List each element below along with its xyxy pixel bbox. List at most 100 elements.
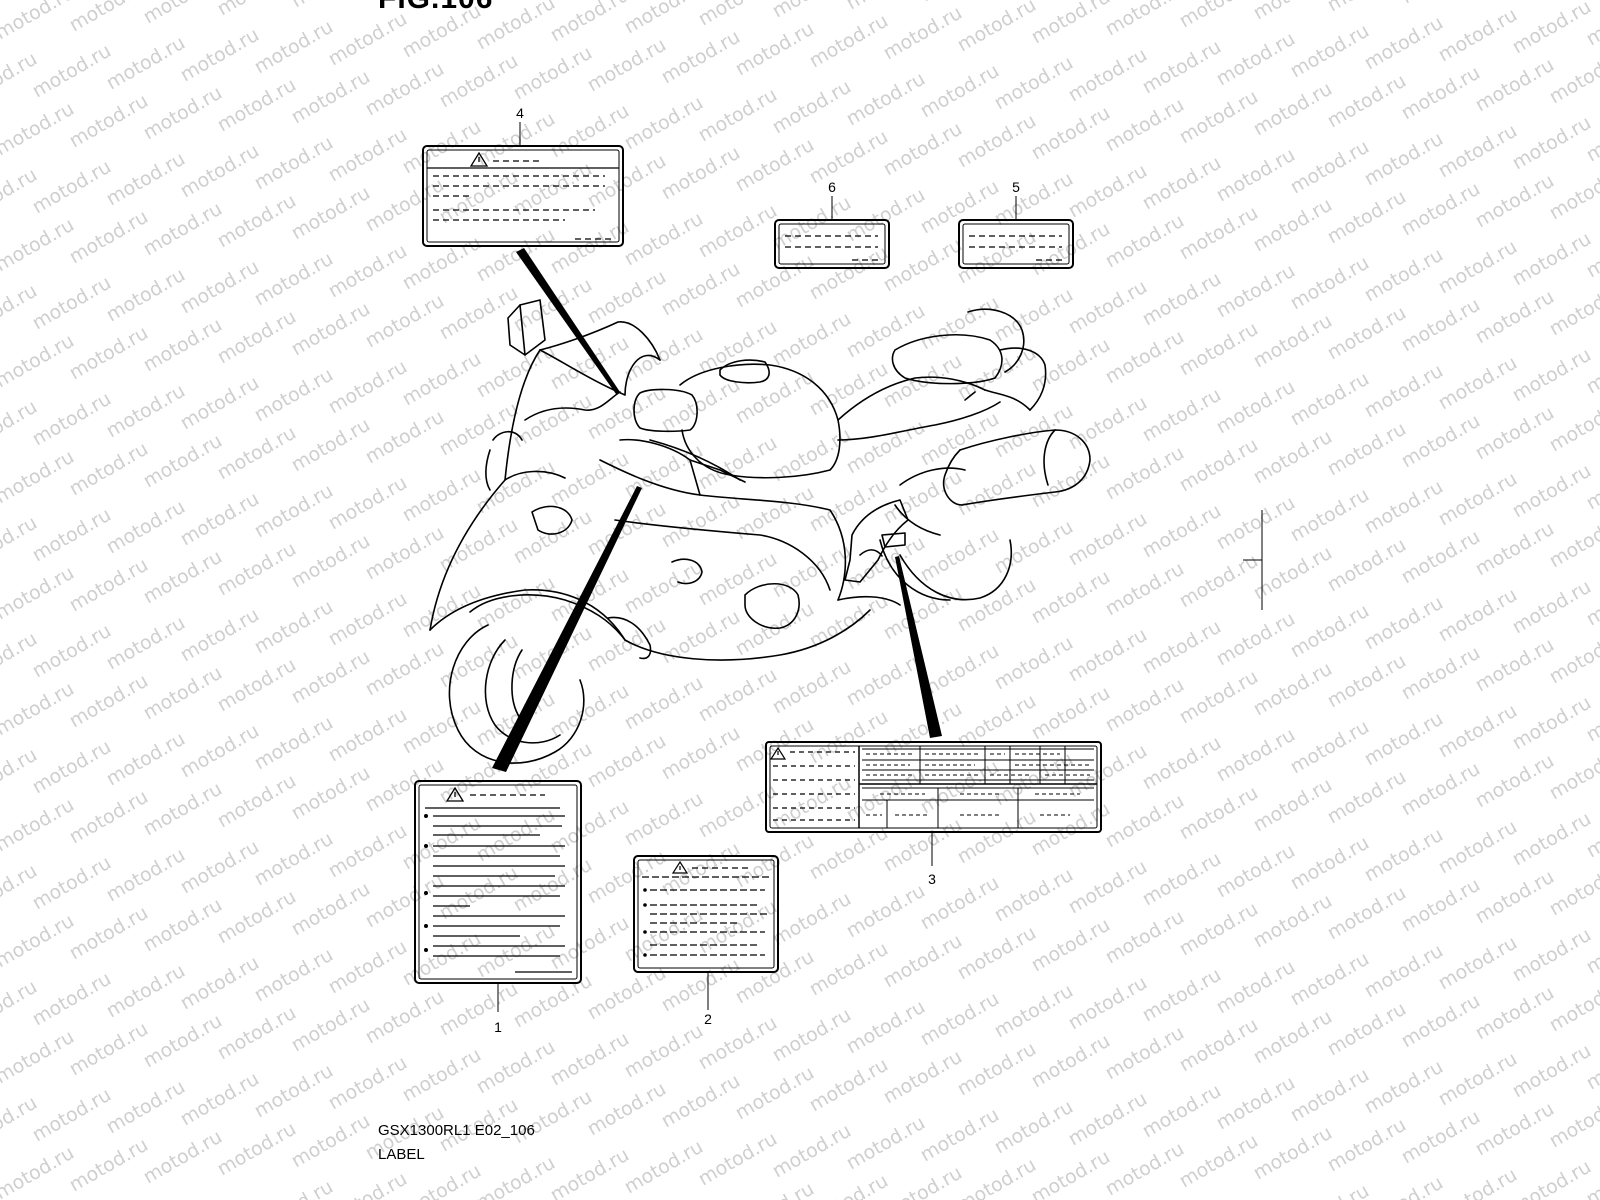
- watermark-text: motod.ru: [769, 540, 855, 603]
- watermark-text: motod.ru: [325, 1052, 411, 1115]
- watermark-text: motod.ru: [1102, 1138, 1188, 1200]
- label-3: [765, 741, 1102, 833]
- watermark-text: motod.ru: [695, 548, 781, 611]
- watermark-text: motod.ru: [695, 200, 781, 263]
- watermark-text: motod.ru: [1398, 642, 1484, 705]
- figure-title: FIG.106: [378, 0, 493, 16]
- watermark-text: motod.ru: [325, 1168, 411, 1200]
- watermark-text: motod.ru: [1250, 658, 1336, 721]
- watermark-text: motod.ru: [1509, 112, 1595, 175]
- watermark-text: motod.ru: [1324, 70, 1410, 133]
- watermark-text: motod.ru: [251, 944, 337, 1007]
- watermark-text: motod.ru: [1176, 666, 1262, 729]
- watermark-text: motod.ru: [177, 488, 263, 551]
- watermark-text: motod.ru: [1509, 924, 1595, 987]
- watermark-text: motod.ru: [732, 18, 818, 81]
- watermark-text: motod.ru: [1361, 12, 1447, 75]
- watermark-text: motod.ru: [584, 266, 670, 329]
- watermark-text: motod.ru: [510, 738, 596, 801]
- watermark-text: motod.ru: [1250, 310, 1336, 373]
- watermark-text: motod.ru: [917, 60, 1003, 123]
- watermark-text: motod.ru: [954, 574, 1040, 637]
- watermark-text: motod.ru: [1398, 990, 1484, 1053]
- watermark-text: motod.ru: [1361, 1172, 1447, 1200]
- watermark-text: motod.ru: [806, 706, 892, 769]
- watermark-text: motod.ru: [1324, 186, 1410, 249]
- watermark-text: motod.ru: [66, 786, 152, 849]
- watermark-text: motod.ru: [1472, 866, 1558, 929]
- watermark-text: motod.ru: [325, 356, 411, 419]
- watermark-text: motod.ru: [510, 854, 596, 917]
- watermark-text: motod.ru: [769, 1004, 855, 1067]
- watermark-text: motod.ru: [1546, 974, 1600, 1037]
- watermark-text: motod.ru: [991, 516, 1077, 579]
- watermark-text: motod.ru: [695, 896, 781, 959]
- watermark-text: motod.ru: [1472, 402, 1558, 465]
- watermark-text: motod.ru: [1065, 160, 1151, 223]
- watermark-text: motod.ru: [1139, 732, 1225, 795]
- watermark-text: motod.ru: [436, 630, 522, 693]
- watermark-text: motod.ru: [769, 772, 855, 835]
- callout-number-2: 2: [704, 1011, 712, 1027]
- watermark-text: motod.ru: [1065, 1088, 1151, 1151]
- watermark-text: motod.ru: [251, 480, 337, 543]
- watermark-text: motod.ru: [177, 140, 263, 203]
- watermark-text: motod.ru: [1546, 278, 1600, 341]
- watermark-text: motod.ru: [1398, 294, 1484, 357]
- watermark-text: motod.ru: [1435, 816, 1521, 879]
- watermark-text: motod.ru: [732, 134, 818, 197]
- watermark-text: motod.ru: [1435, 1048, 1521, 1111]
- watermark-text: motod.ru: [1435, 4, 1521, 67]
- callout-number-4: 4: [516, 105, 524, 121]
- watermark-text: motod.ru: [510, 506, 596, 569]
- watermark-text: motod.ru: [1287, 484, 1373, 547]
- watermark-text: motod.ru: [29, 852, 115, 915]
- watermark-text: motod.ru: [880, 814, 966, 877]
- watermark-text: motod.ru: [1250, 1006, 1336, 1069]
- watermark-text: motod.ru: [288, 762, 374, 825]
- leader-wedge-3: [895, 556, 942, 738]
- callout-number-5: 5: [1012, 179, 1020, 195]
- watermark-text: motod.ru: [288, 414, 374, 477]
- watermark-text: motod.ru: [251, 1176, 337, 1200]
- watermark-text: motod.ru: [214, 0, 300, 20]
- watermark-text: motod.ru: [399, 116, 485, 179]
- watermark-text: motod.ru: [1435, 1164, 1521, 1200]
- watermark-text: motod.ru: [325, 8, 411, 71]
- watermark-text: motod.ru: [769, 888, 855, 951]
- watermark-text: motod.ru: [1139, 152, 1225, 215]
- watermark-text: motod.ru: [658, 142, 744, 205]
- watermark-text: motod.ru: [1250, 890, 1336, 953]
- watermark-text: motod.ru: [806, 242, 892, 305]
- watermark-text: motod.ru: [1176, 86, 1262, 149]
- watermark-text: motod.ru: [177, 1068, 263, 1131]
- watermark-text: motod.ru: [140, 546, 226, 609]
- watermark-text: motod.ru: [732, 1178, 818, 1200]
- watermark-text: motod.ru: [547, 332, 633, 395]
- watermark-text: motod.ru: [103, 380, 189, 443]
- watermark-text: motod.ru: [1324, 882, 1410, 945]
- watermark-text: motod.ru: [843, 1112, 929, 1175]
- watermark-text: motod.ru: [843, 880, 929, 943]
- watermark-text: motod.ru: [1324, 766, 1410, 829]
- watermark-text: motod.ru: [1065, 856, 1151, 919]
- watermark-text: motod.ru: [954, 1038, 1040, 1101]
- watermark-text: motod.ru: [1065, 392, 1151, 455]
- watermark-text: motod.ru: [658, 26, 744, 89]
- watermark-text: motod.ru: [1139, 36, 1225, 99]
- watermark-text: motod.ru: [954, 0, 1040, 56]
- watermark-text: motod.ru: [547, 1028, 633, 1091]
- watermark-text: motod.ru: [806, 474, 892, 537]
- watermark-text: motod.ru: [880, 1162, 966, 1200]
- watermark-text: motod.ru: [1361, 244, 1447, 307]
- watermark-text: motod.ru: [843, 300, 929, 363]
- watermark-text: motod.ru: [1176, 1014, 1262, 1077]
- watermark-text: motod.ru: [1361, 476, 1447, 539]
- watermark-text: motod.ru: [1176, 202, 1262, 265]
- watermark-text: motod.ru: [177, 604, 263, 667]
- watermark-text: motod.ru: [1472, 170, 1558, 233]
- label-1: [414, 780, 582, 984]
- watermark-text: motod.ru: [547, 796, 633, 859]
- watermark-text: motod.ru: [103, 844, 189, 907]
- watermark-text: motod.ru: [1472, 982, 1558, 1045]
